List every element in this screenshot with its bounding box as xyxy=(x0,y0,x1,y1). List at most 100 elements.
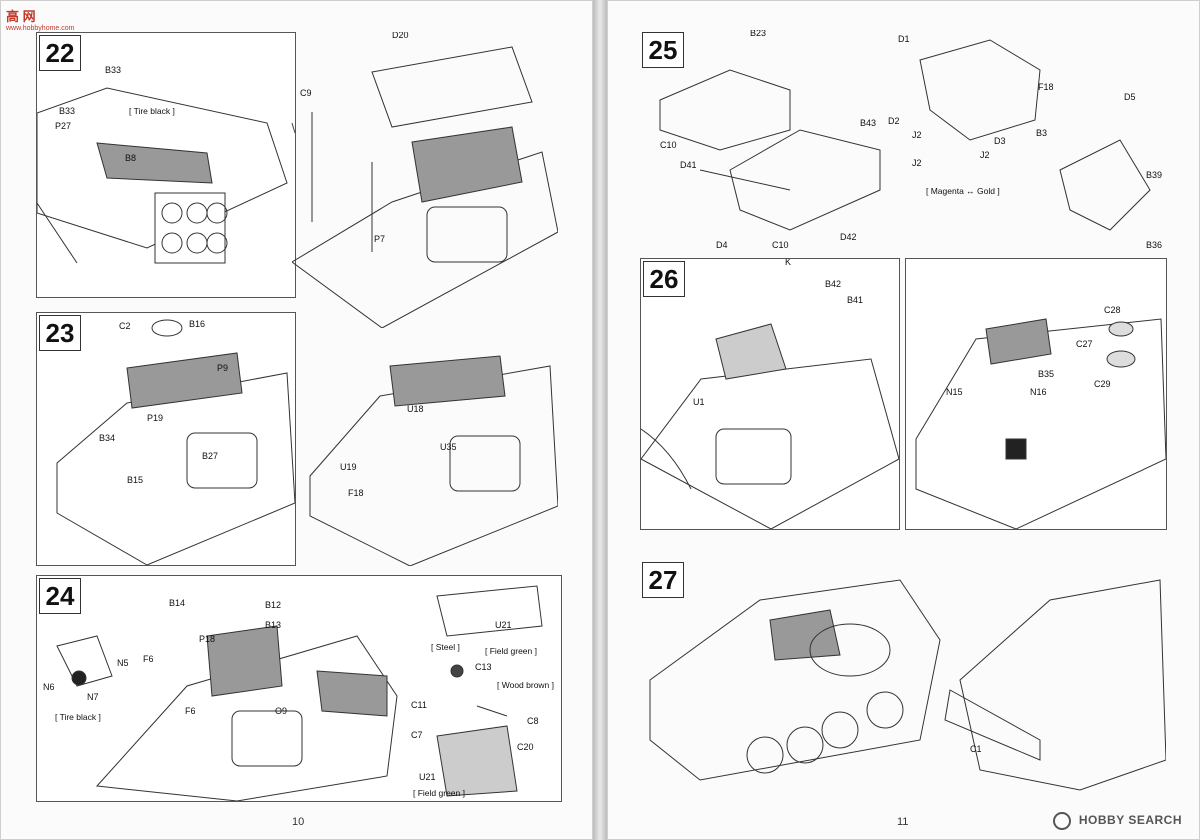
step-number: 24 xyxy=(39,578,81,614)
page-left: 高 网 www.hobbyhome.com 22 B33 B33 [ Tire … xyxy=(0,0,593,840)
hobby-search-logo-icon xyxy=(1053,812,1072,830)
note-steel: [ Steel ] xyxy=(431,642,460,652)
label-d4: D4 xyxy=(716,240,728,250)
label-c29: C29 xyxy=(1094,379,1111,389)
label-n5: N5 xyxy=(117,658,129,668)
label-b43: B43 xyxy=(860,118,877,128)
step-number: 22 xyxy=(39,35,81,71)
label-c27: C27 xyxy=(1076,339,1093,349)
step-24-panel: 24 B14 B12 B13 P18 F6 F6 O9 N6 N7 N5 [ T… xyxy=(36,575,562,802)
label-b15: B15 xyxy=(127,475,144,485)
note-tire-black: [ Tire black ] xyxy=(55,712,101,722)
label-b8: B8 xyxy=(125,153,137,163)
book-gutter xyxy=(593,0,607,840)
watermark-url: www.hobbyhome.com xyxy=(6,25,75,32)
hull-illustration xyxy=(309,355,558,566)
label-n15: N15 xyxy=(946,387,963,397)
label-d5: D5 xyxy=(1124,92,1136,102)
label-p7: P7 xyxy=(374,234,386,244)
label-u19: U19 xyxy=(340,462,357,472)
label-b12: B12 xyxy=(265,600,282,610)
label-b3: B3 xyxy=(1036,128,1048,138)
label-b39: B39 xyxy=(1146,170,1163,180)
label-c20: C20 xyxy=(517,742,534,752)
label-j2-c: J2 xyxy=(912,158,922,168)
label-p27: P27 xyxy=(55,121,72,131)
step-27-panel: 27 C1 xyxy=(640,560,1166,800)
hatch-illustration xyxy=(659,39,1151,231)
note-field-green-2: [ Field green ] xyxy=(413,788,465,798)
label-b13: B13 xyxy=(265,620,282,630)
step-22-panel: 22 B33 B33 [ Tire black ] P27 B8 xyxy=(36,32,296,298)
label-d1: D1 xyxy=(898,34,910,44)
label-b33-a: B33 xyxy=(105,65,122,75)
label-c9: C9 xyxy=(300,88,312,98)
label-d2: D2 xyxy=(888,116,900,126)
step-number: 27 xyxy=(642,562,684,598)
step-number: 23 xyxy=(39,315,81,351)
label-d42: D42 xyxy=(840,232,857,242)
note-wood-brown: [ Wood brown ] xyxy=(497,680,555,690)
label-b27: B27 xyxy=(202,451,219,461)
label-c28: C28 xyxy=(1104,305,1121,315)
hull-illustration xyxy=(37,87,295,264)
label-c8: C8 xyxy=(527,716,539,726)
watermark-text: 高 网 xyxy=(6,9,36,24)
step-26-panel: 26 K B42 B41 U1 xyxy=(640,258,900,530)
step-25-panel: 25 B23 C10 B43 D41 D4 C10 D42 D1 D2 J2 J… xyxy=(640,30,1166,260)
label-n6: N6 xyxy=(43,682,55,692)
label-b41: B41 xyxy=(847,295,864,305)
label-c2: C2 xyxy=(119,321,131,331)
page-number-left: 10 xyxy=(292,816,305,828)
step-number: 26 xyxy=(643,261,685,297)
step-number: 25 xyxy=(642,32,684,68)
watermark-bottom-text: HOBBY SEARCH xyxy=(1078,813,1182,828)
hull-illustration xyxy=(56,585,543,801)
label-c11: C11 xyxy=(411,700,427,710)
label-u21-a: U21 xyxy=(495,620,512,630)
label-u18: U18 xyxy=(407,404,424,414)
vehicle-illustration xyxy=(649,579,1166,791)
hull-illustration xyxy=(292,46,558,328)
label-c7: C7 xyxy=(411,730,423,740)
label-d3: D3 xyxy=(994,136,1006,146)
label-f6-a: F6 xyxy=(143,654,154,664)
note-magenta-gold: [ Magenta ↔ Gold ] xyxy=(926,186,1000,196)
label-b33-b: B33 xyxy=(59,106,76,116)
watermark-logo: 高 网 www.hobbyhome.com xyxy=(6,6,74,32)
label-p9: P9 xyxy=(217,363,229,373)
label-c13: C13 xyxy=(475,662,492,672)
label-f18: F18 xyxy=(1038,82,1054,92)
page-right: 25 B23 C10 B43 D41 D4 C10 D42 D1 D2 J2 J… xyxy=(607,0,1200,840)
step-23-panel-right: U18 U35 U19 F18 xyxy=(300,326,558,566)
label-b42: B42 xyxy=(825,279,842,289)
hull-illustration xyxy=(641,323,899,529)
watermark-hobby-search: HOBBY SEARCH xyxy=(1053,812,1182,830)
label-o9: O9 xyxy=(275,706,288,716)
step-22-panel-right: D20 C9 P7 xyxy=(292,32,558,328)
label-b36: B36 xyxy=(1146,240,1163,250)
page-number-right: 11 xyxy=(897,816,909,828)
label-k: K xyxy=(785,258,792,267)
label-b34: B34 xyxy=(99,433,116,443)
hull-illustration xyxy=(56,319,295,565)
label-u35: U35 xyxy=(440,442,457,452)
label-b16: B16 xyxy=(189,319,206,329)
label-b14: B14 xyxy=(169,598,186,608)
label-c10-b: C10 xyxy=(772,240,789,250)
label-b23: B23 xyxy=(750,30,767,38)
label-b35: B35 xyxy=(1038,369,1055,379)
step-23-panel: 23 C2 B16 P9 P19 B34 B27 B15 xyxy=(36,312,296,566)
label-d20: D20 xyxy=(392,32,409,40)
label-f6-b: F6 xyxy=(185,706,196,716)
label-p19: P19 xyxy=(147,413,164,423)
label-c10-a: C10 xyxy=(660,140,677,150)
step-26-panel-right: C28 C27 B35 N15 N16 C29 xyxy=(905,258,1167,530)
label-n7: N7 xyxy=(87,692,99,702)
label-j2-b: J2 xyxy=(980,150,990,160)
label-f18: F18 xyxy=(348,488,364,498)
label-u1: U1 xyxy=(693,397,705,407)
label-n16: N16 xyxy=(1030,387,1047,397)
note-field-green-1: [ Field green ] xyxy=(485,646,537,656)
label-p18: P18 xyxy=(199,634,216,644)
